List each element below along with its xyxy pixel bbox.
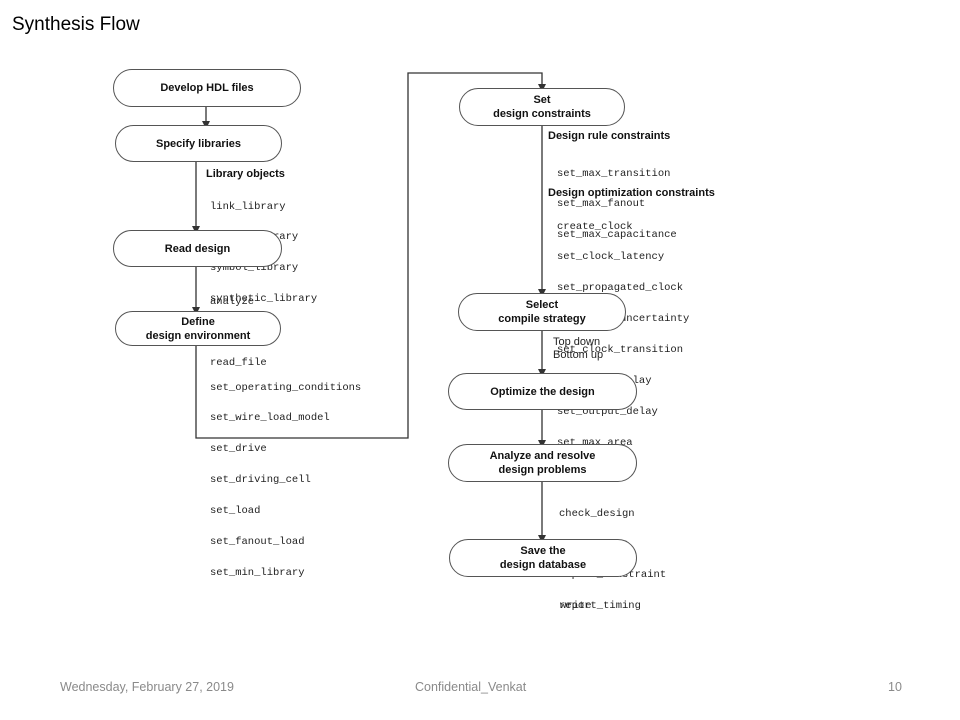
node-develop-label: Develop HDL files [160,82,254,94]
design-opt-item: set_clock_latency [557,251,665,264]
env-command: set_min_library [210,566,305,579]
node-define-environment: Define design environment [115,311,281,346]
analyze-command: report_timing [559,600,641,613]
node-strategy-line2: compile strategy [498,313,586,325]
node-read-design: Read design [113,230,282,267]
connector-define-setconstraints [195,72,546,439]
library-object-item: symbol_library [210,262,299,275]
env-command: set_fanout_load [210,536,305,549]
node-specify-label: Specify libraries [156,137,241,150]
node-define-line2: design environment [145,329,251,342]
design-rule-heading: Design rule constraints [548,130,671,142]
save-command: write [560,599,592,612]
node-optimize-design: Optimize the design [448,373,637,410]
env-command: set_drive [210,443,267,456]
node-set-constraints: Set design constraints [459,88,625,126]
env-command: set_wire_load_model [210,412,330,425]
node-analyze-line2: design problems [498,464,587,476]
env-command: set_load [210,505,261,518]
design-opt-item: set_clock_transition [557,344,684,357]
design-opt-item: set_max_area [557,436,633,449]
node-set-line2: design constraints [493,108,591,120]
node-set-line1: Set [533,94,551,106]
design-opt-item: set_propagated_clock [557,282,684,295]
design-opt-item: set_output_delay [557,405,658,418]
strategy-option: Top down [553,336,601,348]
design-opt-heading: Design optimization constraints [548,187,715,199]
env-command: set_driving_cell [210,474,311,487]
save-commands: write [560,580,592,631]
node-save-database: Save the design database [449,539,637,577]
strategy-options: Top down Bottom up [553,336,603,362]
footer-page-number: 10 [888,680,902,694]
design-rule-item: set_max_capacitance [557,229,677,242]
analyze-command: check_design [559,507,635,520]
library-objects-heading: Library objects [206,168,285,180]
design-rule-item: set_max_transition [557,167,671,180]
strategy-option: Bottom up [553,349,604,361]
node-analyze-line1: Analyze and resolve [489,450,596,462]
node-read-label: Read design [164,242,231,255]
slide-title: Synthesis Flow [12,14,140,35]
design-rule-item: set_max_fanout [557,198,646,211]
footer-confidential: Confidential_Venkat [415,680,527,694]
read-command: analyze [210,295,255,308]
node-develop-hdl: Develop HDL files [113,69,301,107]
design-rule-list: set_max_transition set_max_fanout set_ma… [557,148,677,261]
node-save-line1: Save the [520,545,566,557]
node-save-line2: design database [499,559,587,571]
design-opt-item: create_clock [557,220,633,233]
library-object-item: synthetic_library [210,293,318,306]
read-command: read_file [210,357,267,370]
node-specify-libraries: Specify libraries [115,125,282,162]
node-strategy-line1: Select [525,299,559,311]
node-optimize-label: Optimize the design [490,385,595,398]
node-compile-strategy: Select compile strategy [458,293,626,331]
footer-date: Wednesday, February 27, 2019 [60,680,234,694]
node-analyze-resolve: Analyze and resolve design problems [448,444,637,482]
env-command: set_operating_conditions [210,381,362,394]
node-define-line1: Define [181,315,215,328]
environment-commands: set_operating_conditions set_wire_load_m… [210,362,361,599]
library-object-item: link_library [210,200,286,213]
